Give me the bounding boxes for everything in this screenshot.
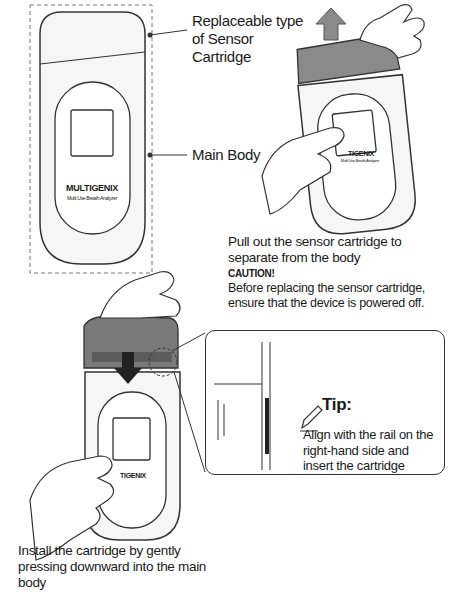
leader-line [174,372,205,472]
tip-callout-box: Tip: Align with the rail on the right-han… [205,330,445,475]
leader-line [150,155,187,156]
logo-subtext: Multi Use Breath Analyzer [52,195,132,201]
detail-circle [149,348,177,376]
hand [360,5,424,58]
screen [113,418,150,460]
tip-text: Align with the rail on the right-hand si… [303,427,441,474]
screen [71,110,113,156]
cartridge-edge [214,384,262,385]
part-label: Main Body [192,146,312,164]
logo-subtext: Multi Use Breath Analyzer [332,159,388,164]
caution-text: Before replacing the sensor cartridge, e… [228,281,456,311]
display-panel [55,82,130,234]
display-panel [314,90,399,223]
leader-line [150,30,187,35]
cartridge-seam [40,52,145,64]
part-label: Replaceable type of Sensor Cartridge [192,12,314,66]
instruction-text: Install the cartridge by gently pressing… [18,543,230,592]
dashed-frame [30,5,152,273]
slot-edge [218,400,219,440]
slot-edge [224,404,225,436]
hand [262,128,344,214]
down-arrow [114,352,142,384]
caution-heading: CAUTION! [228,268,348,280]
hand [100,272,180,318]
tip-heading: Tip: [322,395,432,415]
device-body [40,12,145,264]
device-edge [262,342,263,470]
logo-text: TIGENIX [336,150,386,158]
logo-text: TIGENIX [108,472,158,480]
pencil-icon [302,406,322,428]
rail [265,398,269,454]
up-arrow [316,8,346,40]
logo-text: MULTIGENIX [52,183,132,194]
device-edge [270,342,271,470]
leader-line [172,333,205,351]
instruction-text: Pull out the sensor cartridge to separat… [228,234,453,266]
